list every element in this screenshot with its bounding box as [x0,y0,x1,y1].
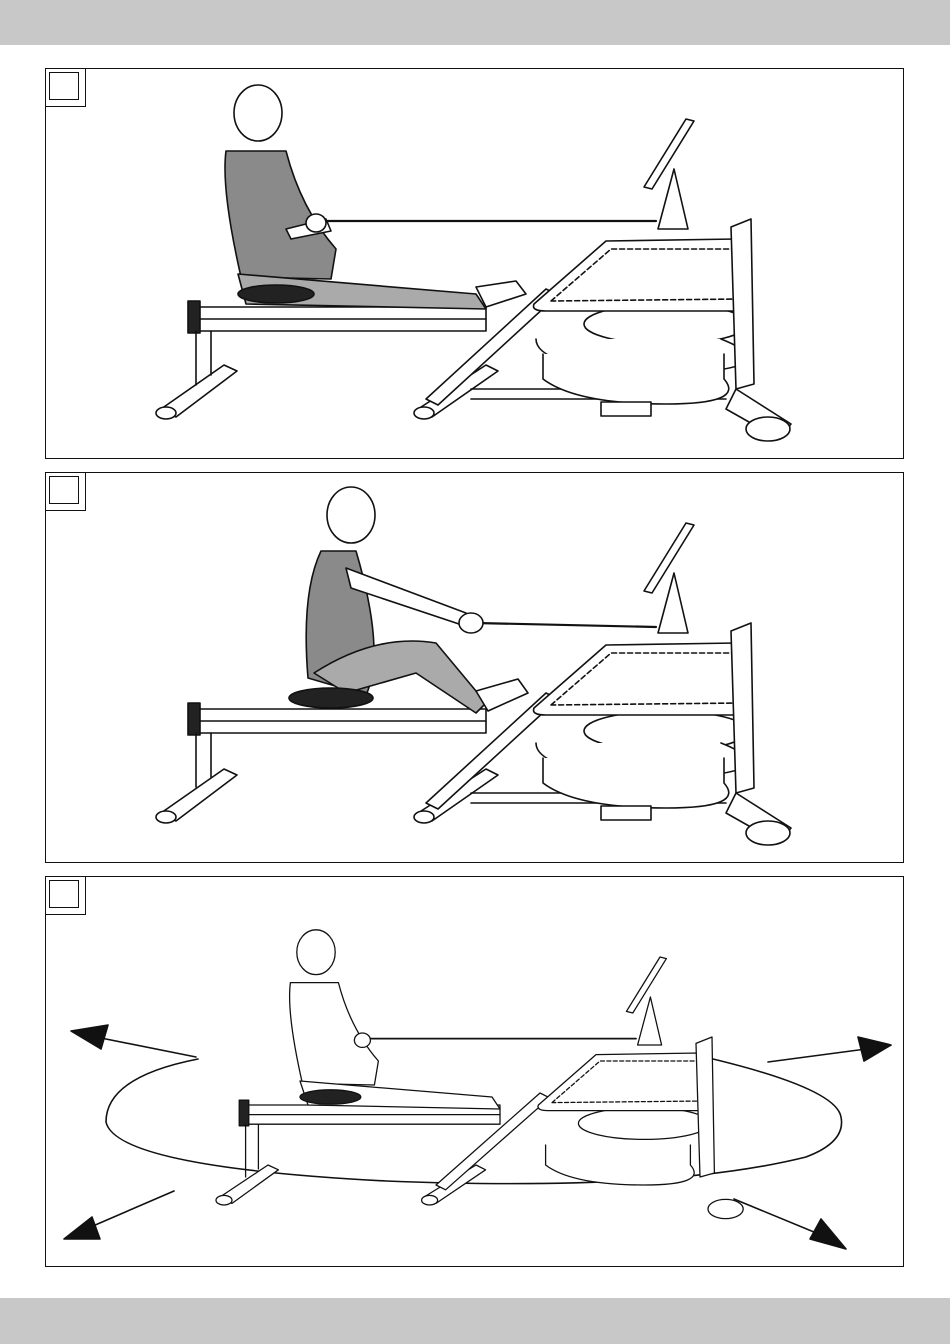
step-badge [46,473,86,511]
bottom-grey-band [0,1298,950,1344]
rowing-machine-illustration [46,69,904,459]
illustration-panel-1 [45,68,904,459]
step-badge [46,69,86,107]
step-badge [46,877,86,915]
rowing-machine-illustration [46,877,904,1267]
illustration-panel-3 [45,876,904,1267]
illustration-panel-2 [45,472,904,863]
top-grey-band [0,0,950,45]
rowing-machine-illustration [46,473,904,863]
